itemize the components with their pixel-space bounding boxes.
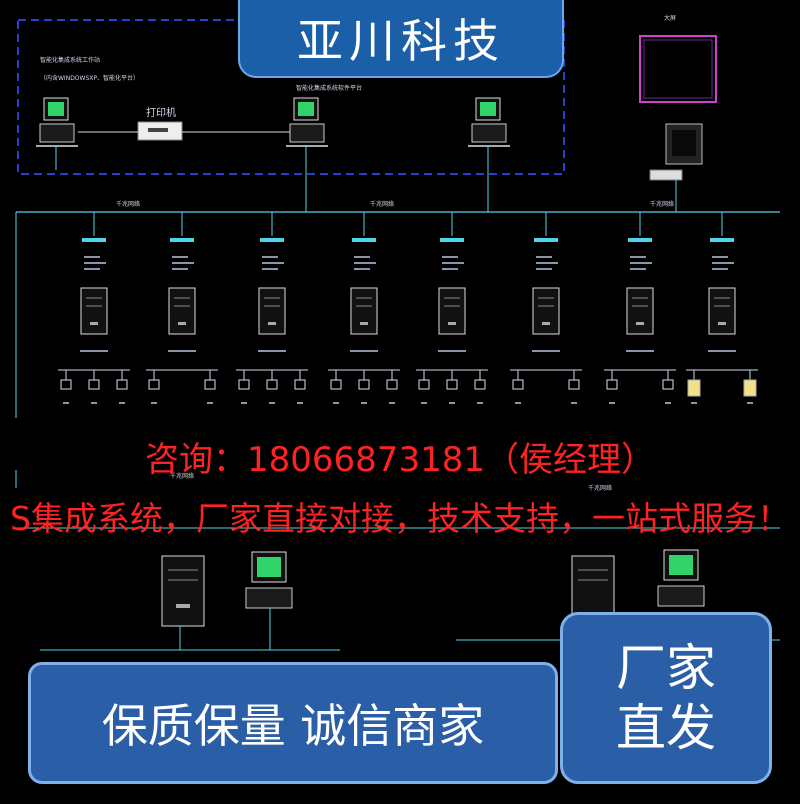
workstation-computer-icon (657, 549, 705, 607)
device-icon (474, 379, 486, 390)
device-icon (386, 379, 398, 390)
server-tower-icon (708, 287, 736, 335)
bus-label: 千兆网络 (370, 200, 394, 208)
device-icon (568, 379, 580, 390)
bus-label: 千兆网络 (116, 200, 140, 208)
server-tower-icon (161, 555, 205, 627)
platform-label: 智能化集成系统软件平台 (296, 84, 362, 92)
subsystem-tag (628, 238, 652, 242)
device-icon (88, 379, 100, 390)
device-icon (418, 379, 430, 390)
device-icon (512, 379, 524, 390)
contact-text: 咨询：18066873181（侯经理） (145, 440, 655, 480)
factory-line2: 直发 (616, 699, 716, 757)
printer-icon (78, 121, 183, 141)
factory-direct-badge: 厂家 直发 (560, 612, 772, 784)
quality-banner: 保质保量 诚信商家 (28, 662, 558, 784)
server-tower-icon (258, 287, 286, 335)
server-tower-icon (168, 287, 196, 335)
big-screen-frame (639, 35, 717, 103)
workstation-label-line2: （内含WINDOWSXP、智能化平台） (40, 74, 139, 82)
device-icon (662, 379, 674, 390)
monitor-computer-icon (649, 123, 703, 181)
subsystem-tag (170, 238, 194, 242)
device-icon (266, 379, 278, 390)
device-icon (238, 379, 250, 390)
device-icon (148, 379, 160, 390)
subsystem-tag (352, 238, 376, 242)
subsystem-tag (710, 238, 734, 242)
device-icon (358, 379, 370, 390)
subsystem-tag (534, 238, 558, 242)
printer-label: 打印机 (146, 106, 176, 119)
server-tower-icon (438, 287, 466, 335)
workstation-computer-icon (286, 97, 328, 147)
subsystem-tag (82, 238, 106, 242)
device-icon (743, 379, 757, 397)
device-icon (204, 379, 216, 390)
device-icon (294, 379, 306, 390)
device-icon (687, 379, 701, 397)
workstation-computer-icon (245, 551, 293, 609)
subsystem-tag (260, 238, 284, 242)
device-icon (60, 379, 72, 390)
device-icon (446, 379, 458, 390)
server-tower-icon (80, 287, 108, 335)
subsystem-columns (58, 212, 758, 404)
workstation-computer-icon (468, 97, 510, 147)
bus-label: 千兆网络 (170, 472, 194, 480)
quality-text: 保质保量 诚信商家 (101, 699, 485, 753)
bus-label: 千兆网络 (650, 200, 674, 208)
workstation-label-line1: 智能化集成系统工作站 (40, 56, 100, 64)
device-icon (116, 379, 128, 390)
subsystem-tag (440, 238, 464, 242)
slogan-text: S集成系统，厂家直接对接，技术支持，一站式服务！ (10, 499, 790, 538)
server-tower-icon (350, 287, 378, 335)
workstation-computer-icon (36, 97, 78, 147)
server-tower-icon (626, 287, 654, 335)
brand-title: 亚川科技 (297, 14, 505, 68)
server-tower-icon (532, 287, 560, 335)
brand-banner: 亚川科技 (238, 0, 564, 78)
big-screen-label: 大屏 (664, 14, 676, 22)
device-icon (330, 379, 342, 390)
device-icon (606, 379, 618, 390)
factory-line1: 厂家 (616, 639, 716, 697)
bus-label: 千兆网络 (588, 484, 612, 492)
